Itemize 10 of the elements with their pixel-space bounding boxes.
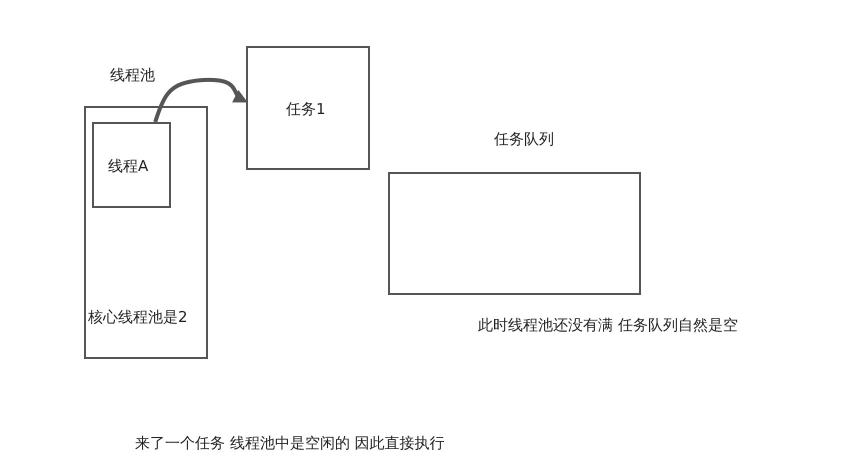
note-text: 来了一个任务 线程池中是空闲的 因此直接执行 xyxy=(135,434,445,453)
group-heading: 线程池 xyxy=(110,66,155,85)
box-label: 线程A xyxy=(108,157,148,176)
box-label: 任务队列 xyxy=(494,130,554,149)
box-label: 核心线程池是2 xyxy=(88,308,188,327)
process-box xyxy=(92,122,171,208)
process-box xyxy=(246,46,370,170)
arrow xyxy=(153,78,248,123)
box-label: 任务1 xyxy=(286,100,326,119)
note-text: 此时线程池还没有满 任务队列自然是空 xyxy=(478,316,738,335)
